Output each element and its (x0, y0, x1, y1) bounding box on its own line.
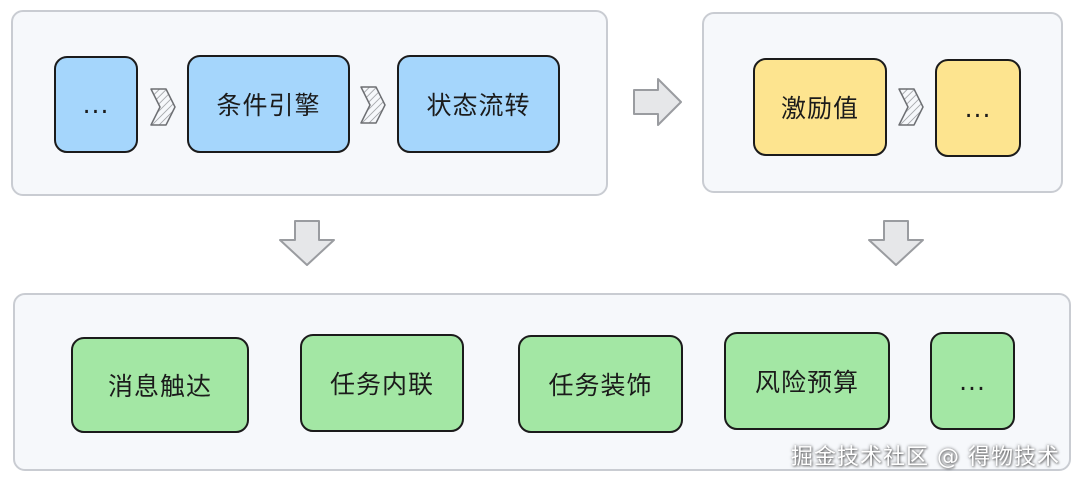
watermark: 掘金技术社区 @ 得物技术 (791, 445, 1060, 470)
top-left-node-ellipsis: ... (54, 56, 138, 153)
down-arrow-icon (868, 220, 924, 266)
incentive-value-node: 激励值 (753, 58, 887, 156)
message-reach-node: 消息触达 (71, 337, 249, 433)
risk-budget-node: 风险预算 (724, 332, 890, 430)
state-transition-node: 状态流转 (397, 55, 560, 153)
right-arrow-icon (633, 78, 682, 126)
chevron-arrow-icon (150, 88, 176, 126)
task-decoration-node: 任务装饰 (518, 335, 683, 433)
chevron-arrow-icon (898, 88, 924, 126)
bottom-node-ellipsis: ... (930, 332, 1015, 430)
condition-engine-node: 条件引擎 (187, 55, 350, 153)
top-right-node-ellipsis: ... (935, 59, 1021, 157)
task-inline-node: 任务内联 (300, 334, 464, 432)
down-arrow-icon (279, 220, 335, 266)
chevron-arrow-icon (360, 86, 386, 124)
